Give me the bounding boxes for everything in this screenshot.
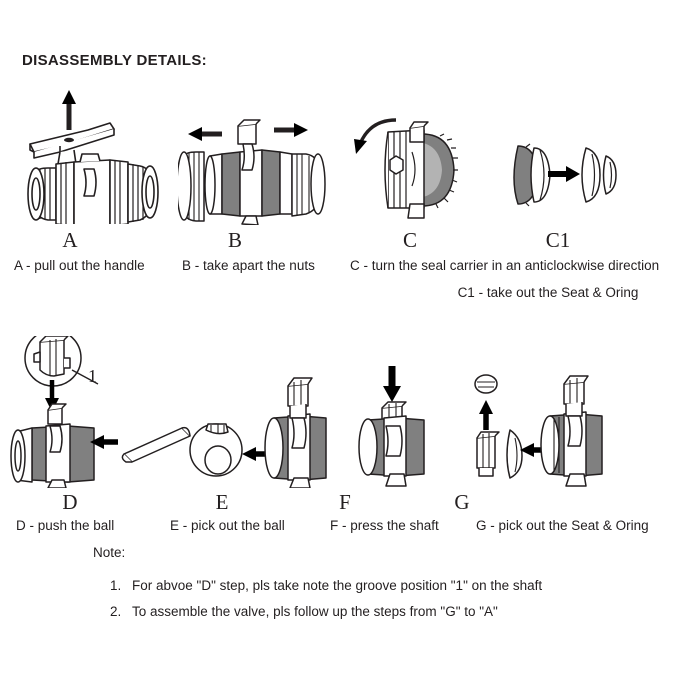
caption-step-c1: C1 - take out the Seat & Oring: [457, 285, 639, 300]
note-label: Note:: [93, 545, 126, 560]
caption-step-a: A - pull out the handle: [14, 258, 145, 273]
caption-step-b: B - take apart the nuts: [182, 258, 315, 273]
ball-removed-icon: [189, 377, 327, 488]
caption-step-g: G - pick out the Seat & Oring: [476, 518, 649, 533]
step-letter-c1: C1: [545, 228, 571, 252]
step-letter-g: G: [454, 490, 470, 514]
push-ball-with-rod-icon: [10, 336, 191, 488]
note-item: 2. To assemble the valve, pls follow up …: [110, 604, 670, 619]
seal-carrier-rotate-icon: [354, 118, 458, 219]
page-title: DISASSEMBLY DETAILS:: [22, 52, 207, 69]
note-number: 1.: [110, 578, 122, 593]
figure-step-c: [348, 108, 488, 226]
seat-oring-separate-icon: [513, 143, 617, 207]
caption-step-f: F - press the shaft: [330, 518, 439, 533]
figure-step-a: [14, 84, 184, 224]
note-list: 1. For abvoe "D" step, pls take note the…: [110, 578, 670, 630]
caption-step-d: D - push the ball: [16, 518, 115, 533]
press-shaft-down-icon: [358, 366, 425, 487]
figure-step-f: [344, 358, 484, 488]
step-letter-e: E: [215, 490, 229, 514]
step-letter-c: C: [402, 228, 417, 252]
ball-valve-handle-pull-icon: [27, 90, 159, 224]
figure-step-c1: [504, 132, 620, 218]
figure-step-b: [178, 110, 338, 225]
caption-step-e: E - pick out the ball: [170, 518, 285, 533]
caption-step-c: C - turn the seal carrier in an anticloc…: [350, 258, 660, 273]
ball-valve-nuts-apart-icon: [178, 119, 326, 225]
note-number: 2.: [110, 604, 122, 619]
step-letter-f: F: [339, 490, 351, 514]
figure-step-e: [184, 372, 344, 488]
note-item: 1. For abvoe "D" step, pls take note the…: [110, 578, 670, 593]
note-text: For abvoe "D" step, pls take note the gr…: [132, 578, 543, 593]
figure-step-d: [6, 336, 196, 488]
note-text: To assemble the valve, pls follow up the…: [132, 604, 498, 619]
step-letter-b: B: [227, 228, 242, 252]
extract-seat-oring-icon: [474, 374, 603, 487]
figure-step-g: [464, 368, 624, 492]
step-letter-a: A: [62, 228, 78, 252]
step-letter-d: D: [62, 490, 78, 514]
callout-label-1: 1: [88, 366, 97, 386]
